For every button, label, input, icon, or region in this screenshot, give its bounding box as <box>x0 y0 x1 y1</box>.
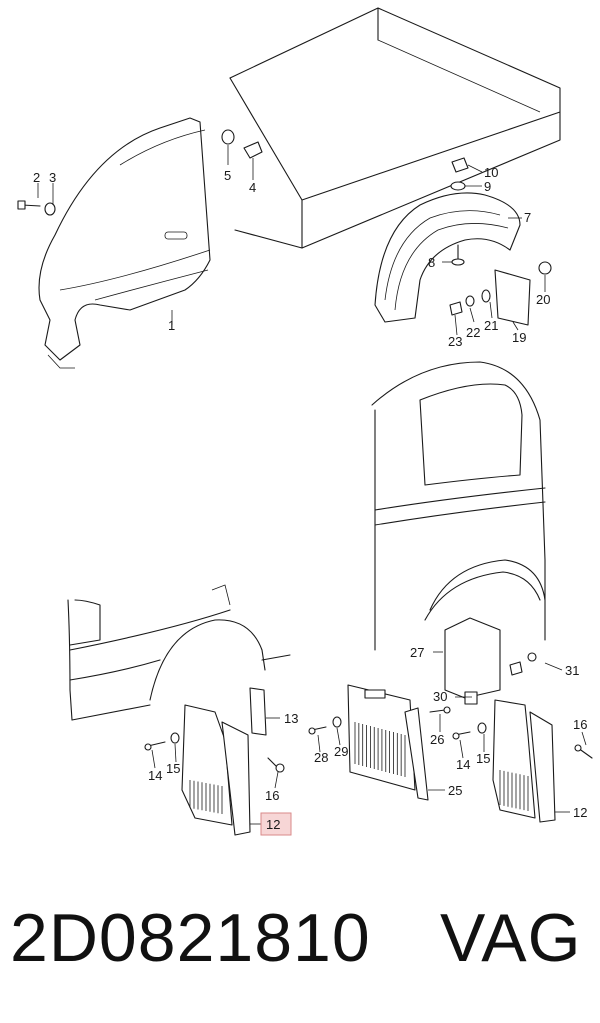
callout-26: 26 <box>430 732 444 747</box>
callout-28: 28 <box>314 750 328 765</box>
callout-30: 30 <box>433 689 447 704</box>
mud-flap-right <box>492 699 556 823</box>
callout-15-left: 15 <box>166 761 180 776</box>
wheel-arch-liner <box>374 192 521 323</box>
callout-22: 22 <box>466 325 480 340</box>
callout-12-right: 12 <box>573 805 587 820</box>
callout-5: 5 <box>224 168 231 183</box>
callout-13: 13 <box>284 711 298 726</box>
leader-lines <box>37 145 587 825</box>
callout-16-right: 16 <box>573 717 587 732</box>
callout-14-left: 14 <box>148 768 162 783</box>
callout-labels: 1 2 3 5 4 10 9 7 8 20 21 22 23 19 27 31 … <box>33 165 587 832</box>
parts-diagram: 1 2 3 5 4 10 9 7 8 20 21 22 23 19 27 31 … <box>17 7 593 836</box>
callout-2: 2 <box>33 170 40 185</box>
top-fasteners <box>17 129 552 326</box>
callout-9: 9 <box>484 179 491 194</box>
callout-3: 3 <box>49 170 56 185</box>
callout-20: 20 <box>536 292 550 307</box>
callout-25: 25 <box>448 783 462 798</box>
callout-1: 1 <box>168 318 175 333</box>
mud-flap-middle <box>347 617 501 801</box>
callout-16-left: 16 <box>265 788 279 803</box>
callout-31: 31 <box>565 663 579 678</box>
callout-4: 4 <box>249 180 256 195</box>
brand-label: VAG <box>440 900 582 976</box>
callout-7: 7 <box>524 210 531 225</box>
lower-fasteners <box>144 652 593 773</box>
mud-flap-left <box>181 687 267 836</box>
callout-27: 27 <box>410 645 424 660</box>
callout-29: 29 <box>334 744 348 759</box>
van-body <box>371 361 546 651</box>
callout-8: 8 <box>428 255 435 270</box>
part-number: 2D0821810 <box>10 900 371 976</box>
selected-callout-highlight <box>260 812 292 836</box>
front-fender <box>38 117 211 369</box>
callout-12-left: 12 <box>266 817 280 832</box>
footer: 2D0821810 VAG <box>0 888 600 998</box>
car-body <box>67 584 291 721</box>
callout-23: 23 <box>448 334 462 349</box>
callout-14-right: 14 <box>456 757 470 772</box>
pickup-bed <box>229 7 561 249</box>
callout-19: 19 <box>512 330 526 345</box>
callout-21: 21 <box>484 318 498 333</box>
callout-15-right: 15 <box>476 751 490 766</box>
callout-10: 10 <box>484 165 498 180</box>
